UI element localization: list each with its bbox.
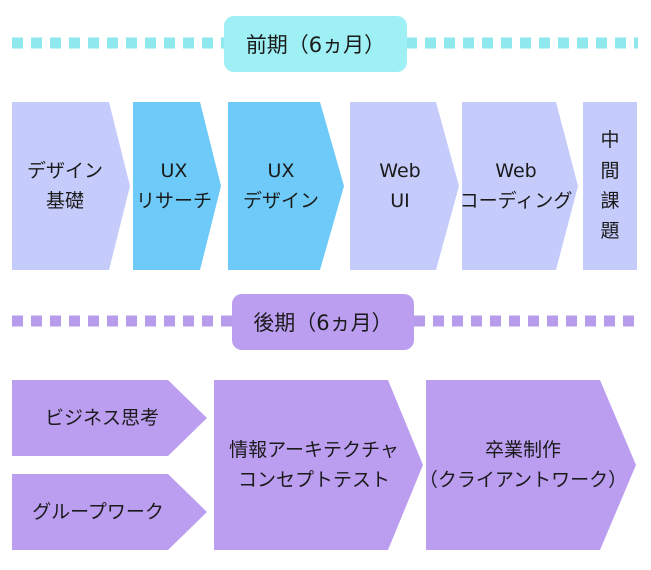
- second-half-badge: 後期（6ヵ月）: [232, 294, 414, 350]
- step-web-coding-shape: [462, 102, 578, 270]
- step-design-basics-shape: [12, 102, 130, 270]
- step-information-architecture-shape: [214, 380, 423, 550]
- step-business-thinking-shape: [12, 380, 207, 456]
- first-half-dotted-line-left: [12, 37, 226, 49]
- step-business-thinking-label: ビジネス思考: [44, 406, 159, 429]
- step-ux-design-shape: [228, 102, 344, 270]
- step-ux-research-shape: [133, 102, 221, 270]
- step-midterm-shape: [583, 102, 637, 270]
- first-half-dotted-line-right: [406, 37, 638, 49]
- step-group-work-shape: [12, 474, 207, 550]
- step-web-ui-shape: [350, 102, 459, 270]
- step-midterm-label: 中間課題: [600, 129, 620, 243]
- first-half-badge: 前期（6ヵ月）: [224, 16, 407, 72]
- step-design-basics-label: デザイン基礎: [26, 159, 103, 212]
- step-information-architecture-label: 情報アーキテクチャコンセプトテスト: [229, 438, 399, 491]
- step-graduation-project-shape: [426, 380, 636, 550]
- step-graduation-project-label: 卒業制作（クライアントワーク）: [418, 438, 628, 491]
- step-group-work-label: グループワーク: [32, 500, 164, 523]
